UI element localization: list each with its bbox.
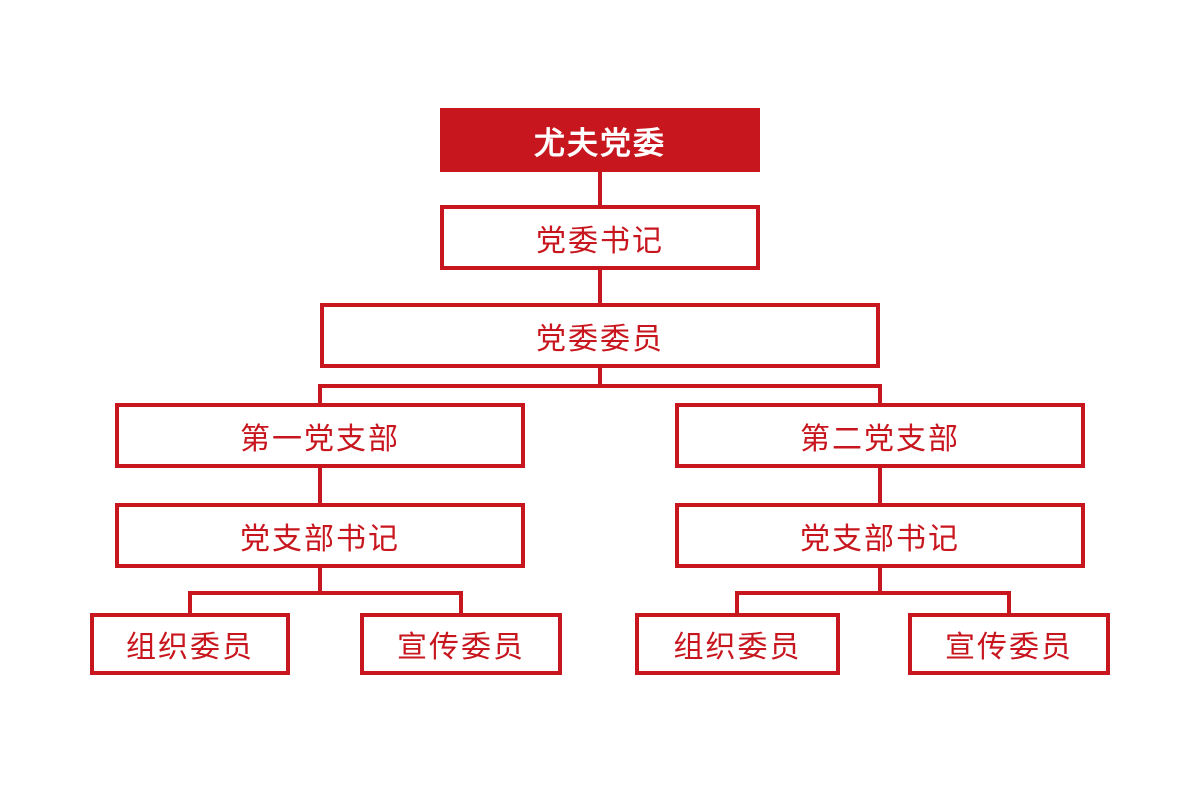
org-node-committee-members-label: 党委委员 [536,321,664,357]
org-node-branch-1-secretary: 党支部书记 [115,503,525,568]
connector-line [878,384,882,403]
connector-line [188,591,192,613]
org-node-branch-2: 第二党支部 [675,403,1085,468]
org-node-root-label: 尤夫党委 [534,125,666,162]
org-node-root: 尤夫党委 [440,108,760,172]
org-node-committee-members: 党委委员 [320,303,880,368]
org-node-branch-1-member-2-label: 宣传委员 [397,630,525,665]
org-node-committee-secretary-label: 党委书记 [536,223,664,259]
org-node-branch-2-member-2-label: 宣传委员 [945,630,1073,665]
connector-line [318,384,882,388]
org-node-branch-1: 第一党支部 [115,403,525,468]
org-node-branch-2-secretary-label: 党支部书记 [800,521,960,557]
connector-line [598,270,602,303]
org-node-branch-1-label: 第一党支部 [240,421,400,457]
org-node-branch-1-member-2: 宣传委员 [360,613,562,675]
connector-line [188,591,463,595]
org-node-branch-2-label: 第二党支部 [800,421,960,457]
org-node-branch-2-member-1-label: 组织委员 [673,630,802,665]
connector-line [878,468,882,503]
org-node-branch-1-member-1: 组织委员 [90,613,290,675]
org-node-committee-secretary: 党委书记 [440,205,760,270]
org-node-branch-2-secretary: 党支部书记 [675,503,1085,568]
connector-line [459,591,463,613]
connector-line [878,568,882,593]
connector-line [318,468,322,503]
connector-line [318,384,322,403]
org-node-branch-1-member-1-label: 组织委员 [126,630,254,665]
connector-line [318,568,322,593]
org-node-branch-2-member-2: 宣传委员 [908,613,1110,675]
connector-line [598,368,602,386]
org-node-branch-2-member-1: 组织委员 [635,613,840,675]
connector-line [735,591,739,613]
connector-line [735,591,1011,595]
org-node-branch-1-secretary-label: 党支部书记 [240,521,400,557]
connector-line [598,172,602,205]
connector-line [1007,591,1011,613]
